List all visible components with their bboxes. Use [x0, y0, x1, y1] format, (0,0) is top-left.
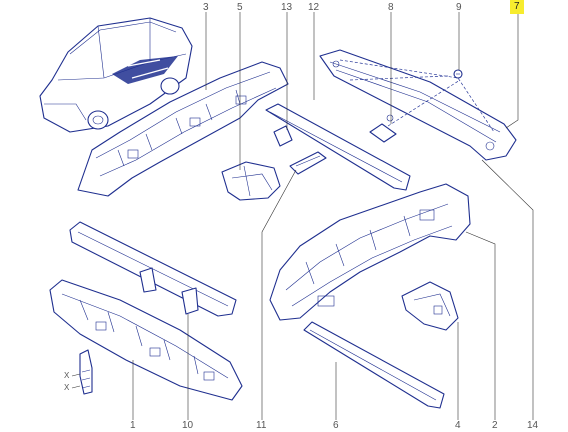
- part-5-bracket: [221, 161, 281, 201]
- callout-11: 11: [256, 420, 267, 431]
- part-7-cross-member: [319, 49, 517, 161]
- callout-3: 3: [203, 2, 209, 13]
- leader-lines: [132, 12, 534, 420]
- callout-4: 4: [455, 420, 461, 431]
- callout-9: 9: [456, 2, 462, 13]
- callout-13: 13: [281, 2, 293, 13]
- part-9-bolt: [453, 69, 463, 79]
- part-3-front-side-member: [77, 61, 289, 197]
- part-8-bracket: [369, 114, 397, 143]
- callout-5: 5: [237, 2, 243, 13]
- callout-14: 14: [527, 420, 539, 431]
- part-4-bracket: [401, 281, 459, 331]
- part-2-side-member: [269, 183, 471, 321]
- callout-12: 12: [308, 2, 320, 13]
- fastener-detail: [71, 349, 93, 395]
- part-6-sill-rail: [303, 321, 445, 409]
- axis-marker-x-top: X: [64, 371, 70, 380]
- callout-6: 6: [333, 420, 339, 431]
- part-10-rail: [69, 221, 237, 317]
- part-12-rail: [265, 103, 411, 191]
- callout-8: 8: [388, 2, 394, 13]
- callout-10: 10: [182, 420, 194, 431]
- callout-7-highlighted: 7: [510, 0, 524, 14]
- part-13-plate: [273, 125, 293, 147]
- axis-marker-x-bottom: X: [64, 383, 70, 392]
- part-1-floor-member: [49, 279, 243, 401]
- callout-2: 2: [492, 420, 498, 431]
- callout-1: 1: [130, 420, 136, 431]
- vehicle-thumbnail: [39, 17, 193, 133]
